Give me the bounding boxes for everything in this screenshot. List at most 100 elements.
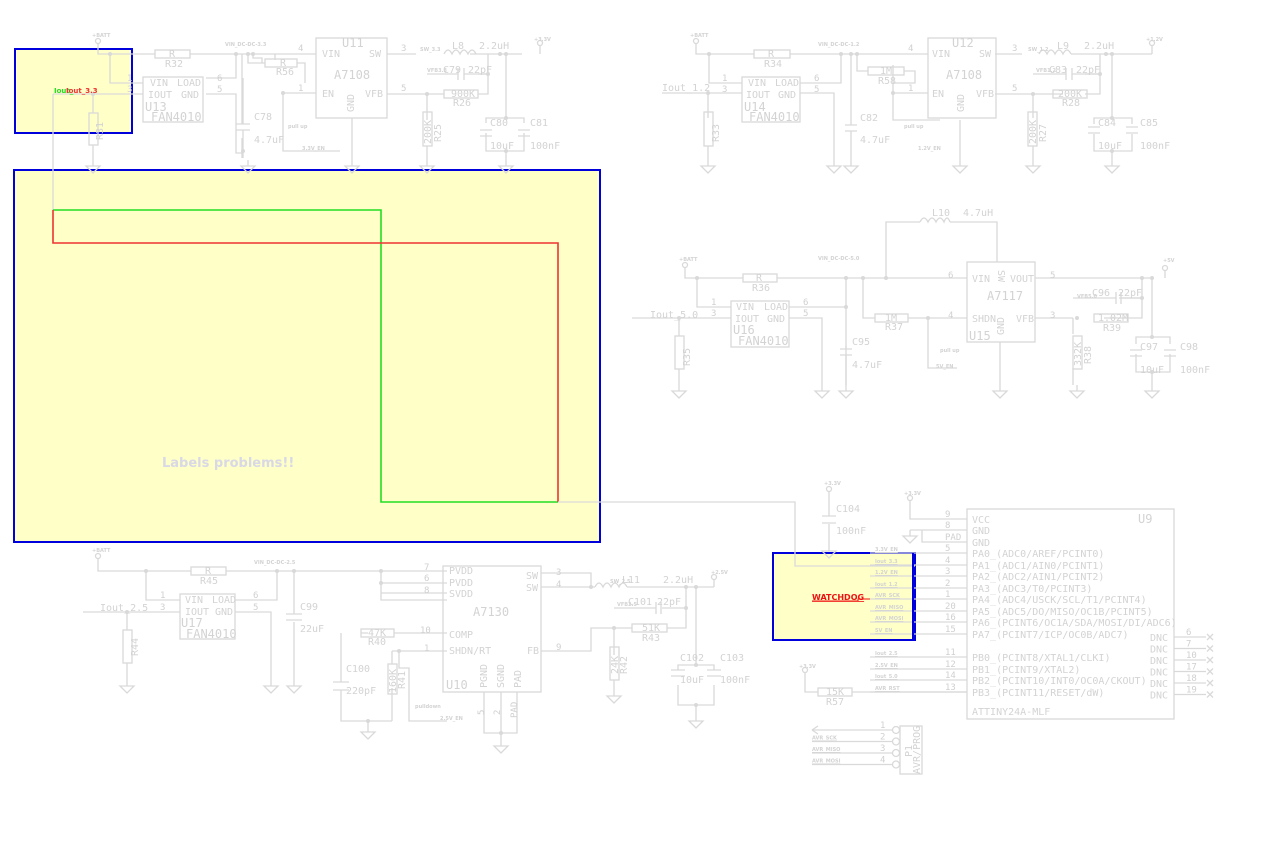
mcu-pin-name: PA3_(ADC3/T0/PCINT3) [972,584,1092,595]
svg-text:22pF: 22pF [657,597,681,608]
ic-u13[interactable] [142,76,204,123]
svg-text:332K: 332K [1073,342,1084,366]
svg-text:2.2uH: 2.2uH [1084,41,1114,52]
resistor-r57[interactable] [817,687,853,697]
ic-u10[interactable] [442,565,542,693]
no-connect-icon [1206,656,1214,664]
resistor-r58[interactable] [867,66,905,76]
ic-u17[interactable] [179,593,236,640]
mcu-net-label: Iout_2.5 [875,651,898,657]
resistor-r44[interactable] [122,629,133,664]
resistor-r40[interactable] [360,628,395,638]
ic-u14[interactable] [741,76,801,123]
resistor-r32[interactable] [154,49,191,59]
resistor-r27[interactable] [1027,111,1038,147]
resistor-r35[interactable] [674,335,685,370]
svg-text:VIN: VIN [322,49,340,60]
watchdog-label: WATCHDOG [812,593,864,602]
resistor-r41[interactable] [387,663,398,695]
svg-text:R25: R25 [433,124,444,142]
svg-text:R56: R56 [276,67,294,78]
mcu-net-label: AVR_RST [875,686,900,692]
resistor-r42[interactable] [609,646,620,681]
resistor-r33[interactable] [703,111,714,147]
resistor-r39[interactable] [1093,313,1129,323]
ic-u11[interactable] [315,37,388,119]
resistor-r34[interactable] [753,49,791,59]
connector-pin[interactable] [891,748,901,758]
inductor-l10[interactable] [919,217,951,224]
svg-text:5: 5 [477,710,487,715]
route-green-wire[interactable] [53,209,558,503]
svg-text:SW_1.2: SW_1.2 [1028,47,1049,53]
svg-text:3: 3 [401,44,406,54]
svg-text:VFB: VFB [976,89,994,100]
svg-text:3: 3 [160,603,165,613]
connector-pin-number: 2 [880,733,885,743]
svg-text:GND: GND [767,314,785,325]
connector-p1[interactable] [899,725,923,775]
svg-text:+5V: +5V [1163,258,1175,264]
svg-text:900K: 900K [451,89,475,100]
resistor-r36[interactable] [742,273,778,283]
resistor-r26[interactable] [443,89,479,99]
resistor-r38[interactable] [1072,335,1083,370]
mcu-pin-number: 15 [945,625,956,635]
svg-text:100nF: 100nF [530,141,560,152]
svg-text:R44: R44 [130,638,141,656]
svg-text:R28: R28 [1062,98,1080,109]
route-red-wire[interactable] [52,210,559,502]
svg-text:U16: U16 [733,323,755,337]
inductor-l9[interactable] [1038,49,1072,56]
svg-text:R27: R27 [1038,124,1049,142]
resistor-r25[interactable] [422,111,433,147]
svg-text:+3.3V: +3.3V [824,481,841,487]
connector-pin-number: 4 [880,756,885,766]
highlight-iout33-box[interactable] [14,48,133,134]
svg-text:SW_2.5: SW_2.5 [610,579,631,585]
svg-text:L11: L11 [622,575,640,586]
ic-u9[interactable] [966,508,1175,720]
connector-pin[interactable] [891,760,901,769]
svg-text:10uF: 10uF [1098,141,1122,152]
resistor-r31[interactable] [88,112,99,146]
svg-text:R37: R37 [885,322,903,333]
resistor-r56[interactable] [264,58,298,68]
svg-text:A7108: A7108 [334,68,370,82]
dnc-pin-number: 7 [1186,640,1191,650]
mcu-pin-number: 16 [945,613,956,623]
svg-text:C84: C84 [1098,118,1116,129]
resistor-r28[interactable] [1052,89,1088,99]
svg-text:5: 5 [401,84,406,94]
mcu-pin-number: 12 [945,660,956,670]
connector-pin[interactable] [891,725,901,735]
svg-text:6: 6 [948,271,953,281]
overlapping-label-red: Iout_3.3 [66,87,98,95]
svg-text:EN: EN [932,89,944,100]
highlight-watchdog-box[interactable] [772,552,916,641]
svg-text:A7117: A7117 [987,289,1023,303]
svg-text:U17: U17 [181,616,203,630]
connector-pin-number: 1 [880,721,885,731]
svg-text:R41: R41 [397,671,408,689]
ic-u15[interactable] [966,261,1036,343]
svg-text:+2.5V: +2.5V [711,570,728,576]
highlight-problem-box[interactable] [13,169,601,543]
mcu-pin-name: VCC [972,515,990,526]
ic-u16[interactable] [730,300,790,348]
ic-u12[interactable] [927,37,997,119]
connector-pin[interactable] [891,737,901,746]
svg-text:AVR/PROG: AVR/PROG [912,726,923,774]
svg-text:EN: EN [322,89,334,100]
svg-text:3: 3 [722,85,727,95]
resistor-r37[interactable] [874,313,909,323]
svg-text:3: 3 [711,309,716,319]
net-label-iout25: Iout_2.5 [100,603,148,614]
svg-text:ATTINY24A-MLF: ATTINY24A-MLF [972,707,1050,718]
svg-text:SW: SW [369,49,382,60]
resistor-r45[interactable] [190,566,227,576]
resistor-r43[interactable] [631,623,668,633]
inductor-l8[interactable] [443,49,477,56]
svg-text:LOAD: LOAD [764,302,788,313]
svg-text:6: 6 [424,574,429,584]
